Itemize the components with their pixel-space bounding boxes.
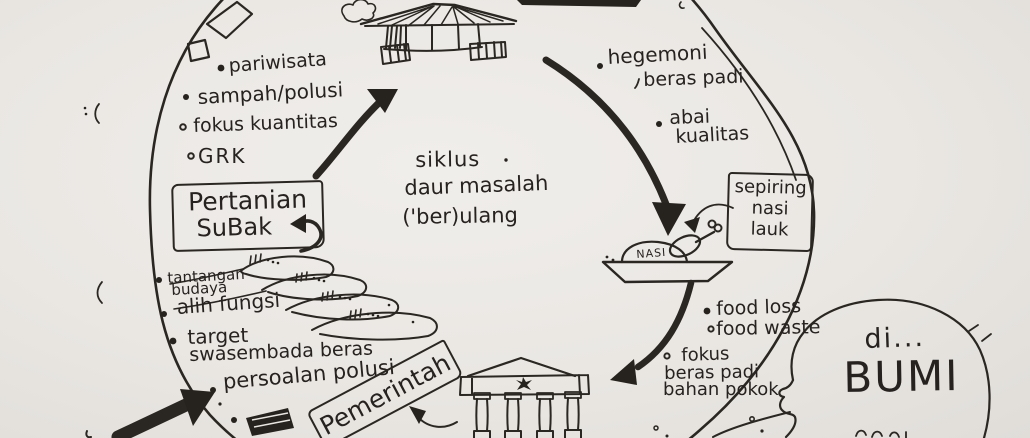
rice-terraces-drawing — [169, 253, 438, 341]
grk-label: GRK — [198, 144, 247, 168]
sepiring-box-line3: lauk — [750, 218, 789, 241]
drumstick-bone — [694, 230, 716, 244]
hegemoni-label: hegemoni — [606, 39, 709, 69]
earth-head-drawing — [653, 298, 992, 438]
sepiring-box-line2: nasi — [751, 197, 789, 220]
arrow-top-to-plate — [542, 56, 686, 236]
arc-terrace-decorations — [186, 0, 254, 63]
arrow-bottom-left — [85, 389, 215, 438]
vehicle-scribble — [231, 408, 294, 436]
drumstick-meat — [668, 234, 702, 258]
plate-drawing — [601, 219, 734, 284]
connector-box-to-plate — [684, 203, 734, 233]
earth-head-line1: di... — [863, 321, 926, 355]
cycle-circle — [148, 0, 816, 438]
arrow-building-to-banner — [409, 406, 458, 428]
food-waste-label: food waste — [715, 316, 821, 340]
government-building-drawing — [459, 356, 590, 438]
kualitas-label: kualitas — [674, 122, 750, 148]
smoke-cloud — [341, 0, 377, 23]
center-title-line3: ('ber)ulang — [401, 202, 519, 229]
margin-marks — [83, 103, 103, 304]
beras-padi-label: beras padi — [642, 65, 744, 91]
garuda-emblem — [516, 377, 532, 390]
curl-arrow-subak — [290, 214, 323, 253]
fokus-beras-label-line3: bahan pokok — [663, 379, 779, 400]
hut-drawing — [341, 0, 518, 65]
top-cutoff-band — [517, 0, 685, 9]
sepiring-nasi-lauk-box: sepiring nasi lauk — [725, 171, 815, 253]
center-title-line1: siklus — [414, 146, 481, 172]
arrow-plate-to-government — [610, 279, 695, 385]
nasi-label: NASI — [635, 245, 667, 261]
tick-marks — [968, 324, 992, 342]
terrace-dots — [266, 258, 415, 324]
earth-head-line2: BUMI — [842, 350, 960, 402]
list-bullets — [156, 63, 715, 406]
sepiring-box-line1: sepiring — [734, 176, 807, 199]
cutoff-letters — [855, 429, 907, 438]
pertanian-subak-box: Pertanian SuBak — [171, 180, 325, 252]
arrow-subak-to-hut — [312, 89, 398, 180]
